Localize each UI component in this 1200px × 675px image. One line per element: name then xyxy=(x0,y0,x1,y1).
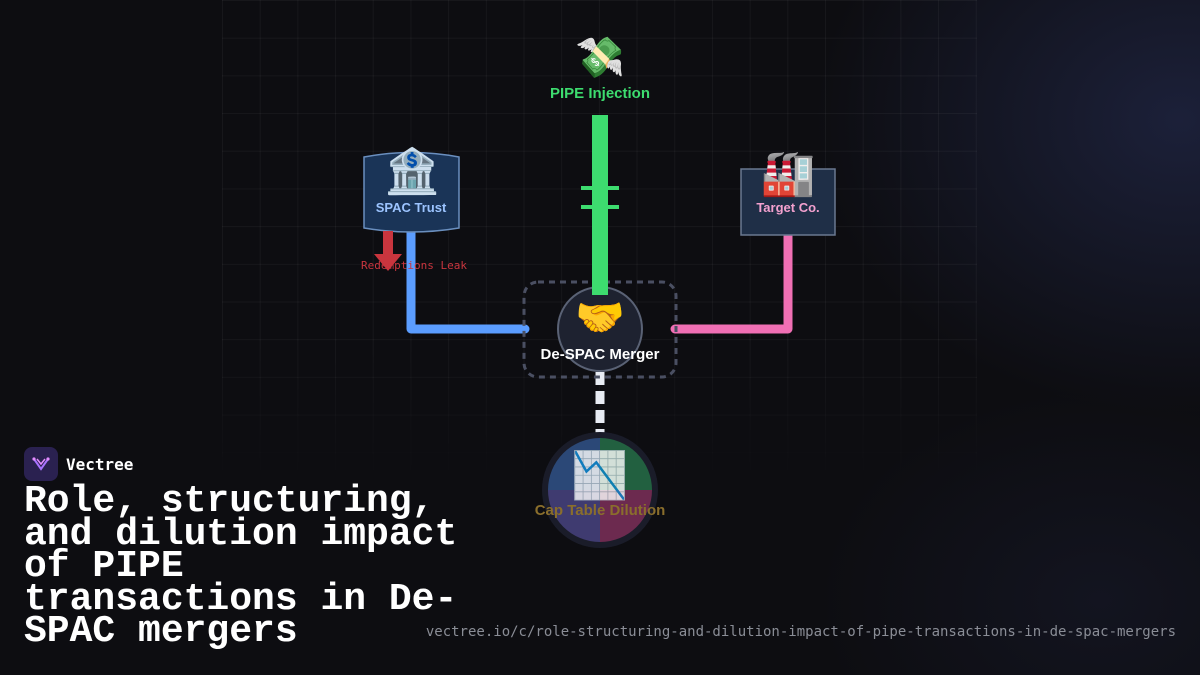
bank-icon: 🏦 xyxy=(384,146,440,197)
cap-table-fade xyxy=(542,432,658,548)
merger-label: De-SPAC Merger xyxy=(540,346,660,363)
vectree-logo-icon xyxy=(32,457,50,471)
cap-table-label: Cap Table Dilution xyxy=(534,502,666,519)
factory-icon: 🏭 xyxy=(760,148,816,199)
cap-table-pie xyxy=(548,438,652,542)
redemption-arrow-shaft xyxy=(383,231,393,257)
brand-name: Vectree xyxy=(66,454,134,474)
target-label: Target Co. xyxy=(756,200,820,215)
page-title: Role, structuring, and dilution impact o… xyxy=(24,480,458,653)
brand: Vectree xyxy=(24,447,133,481)
merger-group-box xyxy=(522,280,678,379)
redemption-arrow-head xyxy=(374,254,402,271)
target-node xyxy=(740,168,836,236)
page-url[interactable]: vectree.io/c/role-structuring-and-diluti… xyxy=(425,624,1176,640)
money-with-wings-icon: 💸 xyxy=(575,35,625,81)
pipe-label: PIPE Injection xyxy=(549,85,651,102)
target-to-merger-connector xyxy=(670,231,793,334)
chart-decreasing-icon: 📉 xyxy=(571,448,629,502)
spac-trust-node xyxy=(363,151,460,233)
handshake-icon: 🤝 xyxy=(575,295,625,341)
redemptions-leak-label: Redemptions Leak xyxy=(361,259,467,272)
spac-to-merger-connector xyxy=(406,227,530,334)
vectree-logo xyxy=(24,447,58,481)
spac-trust-label: SPAC Trust xyxy=(375,200,447,215)
